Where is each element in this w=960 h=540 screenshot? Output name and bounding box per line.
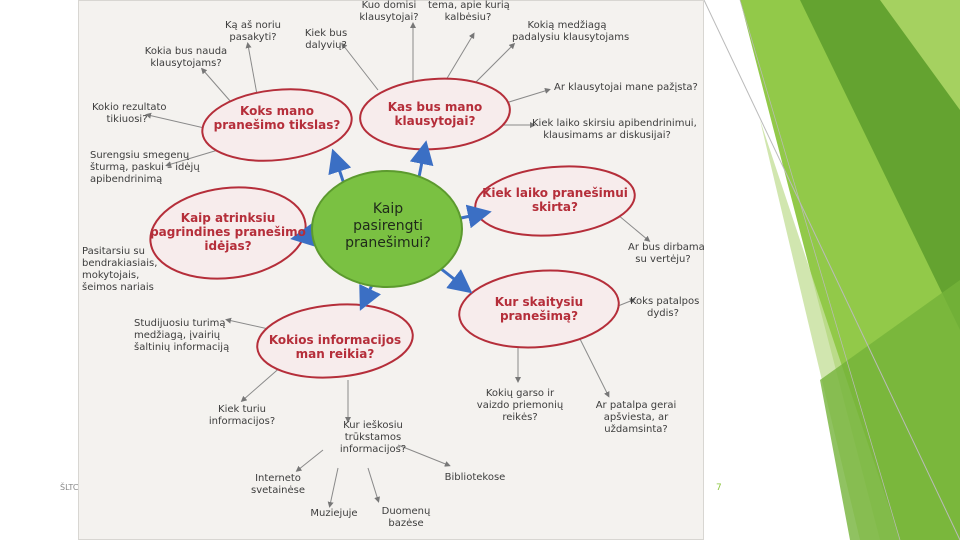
question-label: Bibliotekose [444, 472, 506, 483]
question-label: Ar patalpa gerai apšviesta, ar uždamsint… [595, 400, 677, 435]
question-label: Muziejuje [310, 508, 358, 519]
question-label: Kokio rezultato tikiuosi? [92, 102, 167, 125]
question-label: Kokių garso ir vaizdo priemonių reikės? [476, 388, 564, 423]
node-information-title: Kokios informacijos man reikia? [268, 333, 402, 361]
question-label: Ar bus dirbama su vertėju? [628, 242, 704, 265]
diagram-photo: Kaip pasirengti pranešimui? Koks mano pr… [78, 0, 704, 540]
question-label: tema, apie kurią kalbėsiu? [428, 0, 510, 23]
question-label: Kiek laiko skirsiu apibendrinimui, klaus… [532, 118, 697, 141]
question-label: Duomenų bazėse [381, 506, 431, 529]
node-audience-title: Kas bus mano klausytojai? [387, 100, 483, 128]
question-label: Kiek bus dalyvių? [304, 28, 348, 51]
question-label: Kokią medžiagą padalysiu klausytojams [512, 20, 630, 43]
diagram-center-title: Kaip pasirengti pranešimui? [345, 201, 431, 251]
question-label: Kuo domisi klausytojai? [359, 0, 419, 23]
question-label: Surengsiu smegenų šturmą, paskui – idėjų… [90, 150, 200, 185]
question-label: Ar klausytojai mane pažįsta? [554, 82, 698, 93]
footer-org: ŠLTC [60, 483, 79, 492]
diagram-shapes [78, 0, 704, 540]
question-label: Studijuosiu turimą medžiagą, įvairių šal… [134, 318, 230, 353]
question-label: Ką aš noriu pasakyti? [224, 20, 282, 43]
node-venue-title: Kur skaitysiu pranešimą? [494, 295, 584, 323]
question-label: Pasitarsiu su bendrakiasiais, mokytojais… [82, 246, 158, 293]
question-label: Interneto svetainėse [251, 473, 305, 496]
node-goal-title: Koks mano pranešimo tikslas? [213, 104, 341, 132]
center-circle [311, 170, 463, 288]
node-time-title: Kiek laiko pranešimui skirta? [482, 186, 628, 214]
slide-number: 7 [716, 483, 722, 493]
question-label: Kiek turiu informacijos? [208, 404, 276, 427]
question-label: Koks patalpos dydis? [630, 296, 700, 319]
question-label: Kur ieškosiu trūkstamos informacijos? [339, 420, 407, 455]
question-label: Kokia bus nauda klausytojams? [144, 46, 228, 69]
node-ideas-title: Kaip atrinksiu pagrindines pranešimo idė… [150, 211, 306, 253]
